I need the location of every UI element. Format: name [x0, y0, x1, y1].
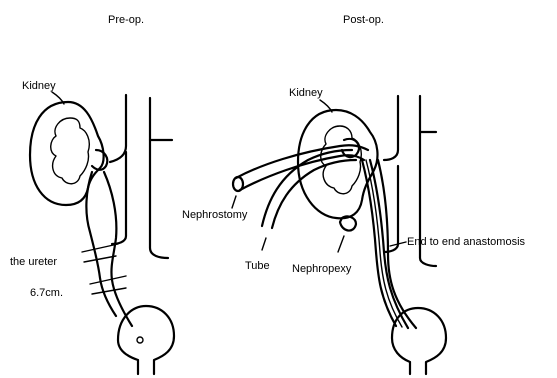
pre-ureter-marker-4	[92, 288, 126, 294]
pre-op-title: Pre-op.	[108, 14, 144, 26]
pre-vessel-branch2	[112, 152, 126, 244]
post-op-figure	[232, 96, 446, 374]
pre-vessel-right	[150, 98, 168, 258]
pre-ureter-marker-3	[90, 276, 126, 284]
pre-kidney-outline	[30, 102, 104, 205]
pre-ureter-length-label: 6.7cm.	[30, 287, 63, 299]
post-tube-label: Tube	[245, 260, 270, 272]
pre-ureter-marker-2	[84, 256, 116, 262]
post-nephropexy-stitch	[340, 216, 356, 230]
post-anastomosis-label: End to end anastomosis	[407, 236, 525, 248]
pre-vessel-left	[110, 95, 126, 162]
post-tube-pointer	[262, 238, 266, 250]
post-bladder	[392, 308, 446, 374]
pre-kidney-label: Kidney	[22, 80, 56, 92]
pre-bladder	[118, 306, 174, 374]
pre-ureter-label: the ureter	[10, 256, 57, 268]
pre-ureter-orifice	[137, 337, 143, 343]
pre-kidney-calyces	[51, 118, 90, 184]
post-kidney-label: Kidney	[289, 87, 323, 99]
post-nephropexy-label: Nephropexy	[292, 263, 351, 275]
post-vessel-left	[384, 96, 398, 160]
pre-ureter-marker-1	[82, 244, 118, 252]
pre-op-figure	[30, 92, 174, 374]
post-nephrostomy-label: Nephrostomy	[182, 209, 247, 221]
post-nephrostomy-tip	[233, 177, 243, 191]
post-nephrostomy-pointer	[232, 196, 236, 208]
post-op-title: Post-op.	[343, 14, 384, 26]
post-nephropexy-pointer	[338, 236, 344, 252]
